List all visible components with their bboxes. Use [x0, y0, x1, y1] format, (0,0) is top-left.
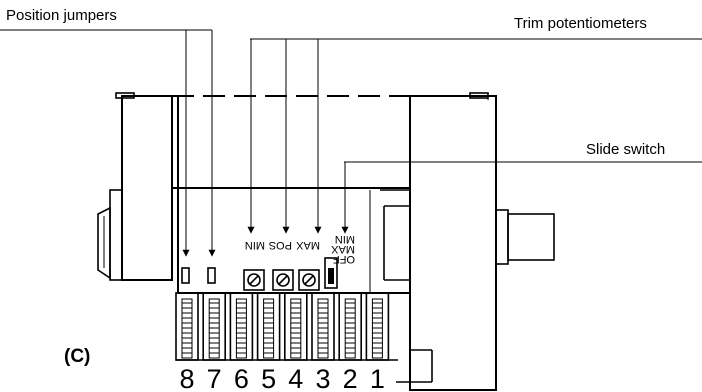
switch-mark-max: MAX — [331, 243, 356, 255]
pot-mark-min: MIN — [245, 239, 265, 251]
switch-mark-off: OFF — [333, 253, 355, 265]
trim-potentiometers-label: Trim potentiometers — [514, 15, 647, 32]
output-shaft — [507, 213, 555, 261]
position-jumper-1[interactable] — [181, 267, 190, 284]
position-jumpers-label: Position jumpers — [6, 7, 117, 24]
terminal-number-7: 7 — [207, 364, 222, 392]
terminal-screw-5[interactable] — [256, 292, 281, 361]
panel-letter: (C) — [64, 346, 90, 367]
slide-switch[interactable] — [324, 257, 338, 289]
terminal-number-6: 6 — [234, 364, 249, 392]
terminal-screw-6[interactable] — [229, 292, 254, 361]
trim-pot-max[interactable] — [298, 269, 320, 291]
trim-pot-pos[interactable] — [272, 269, 294, 291]
housing-left-section — [121, 95, 173, 281]
side-flange — [109, 189, 123, 281]
terminal-number-5: 5 — [261, 364, 276, 392]
position-jumper-2[interactable] — [207, 267, 216, 284]
terminal-screw-3[interactable] — [311, 292, 335, 361]
pot-mark-max: MAX — [296, 239, 321, 251]
terminal-number-4: 4 — [288, 364, 303, 392]
terminal-screw-8[interactable] — [175, 292, 199, 361]
motor-body — [409, 95, 497, 391]
terminal-screw-2[interactable] — [338, 292, 363, 361]
terminal-number-1: 1 — [370, 364, 385, 392]
trim-pot-min[interactable] — [243, 269, 265, 291]
shaft-collar — [495, 209, 509, 265]
terminal-screw-4[interactable] — [283, 292, 308, 361]
pot-mark-pos: POS — [269, 239, 292, 251]
terminal-number-2: 2 — [343, 364, 358, 392]
switch-mark-min: MIN — [335, 233, 355, 245]
terminal-number-3: 3 — [315, 364, 330, 392]
slide-switch-label: Slide switch — [586, 141, 665, 158]
terminal-number-8: 8 — [179, 364, 194, 392]
terminal-screw-7[interactable] — [202, 292, 226, 361]
terminal-screw-1[interactable] — [365, 292, 390, 361]
